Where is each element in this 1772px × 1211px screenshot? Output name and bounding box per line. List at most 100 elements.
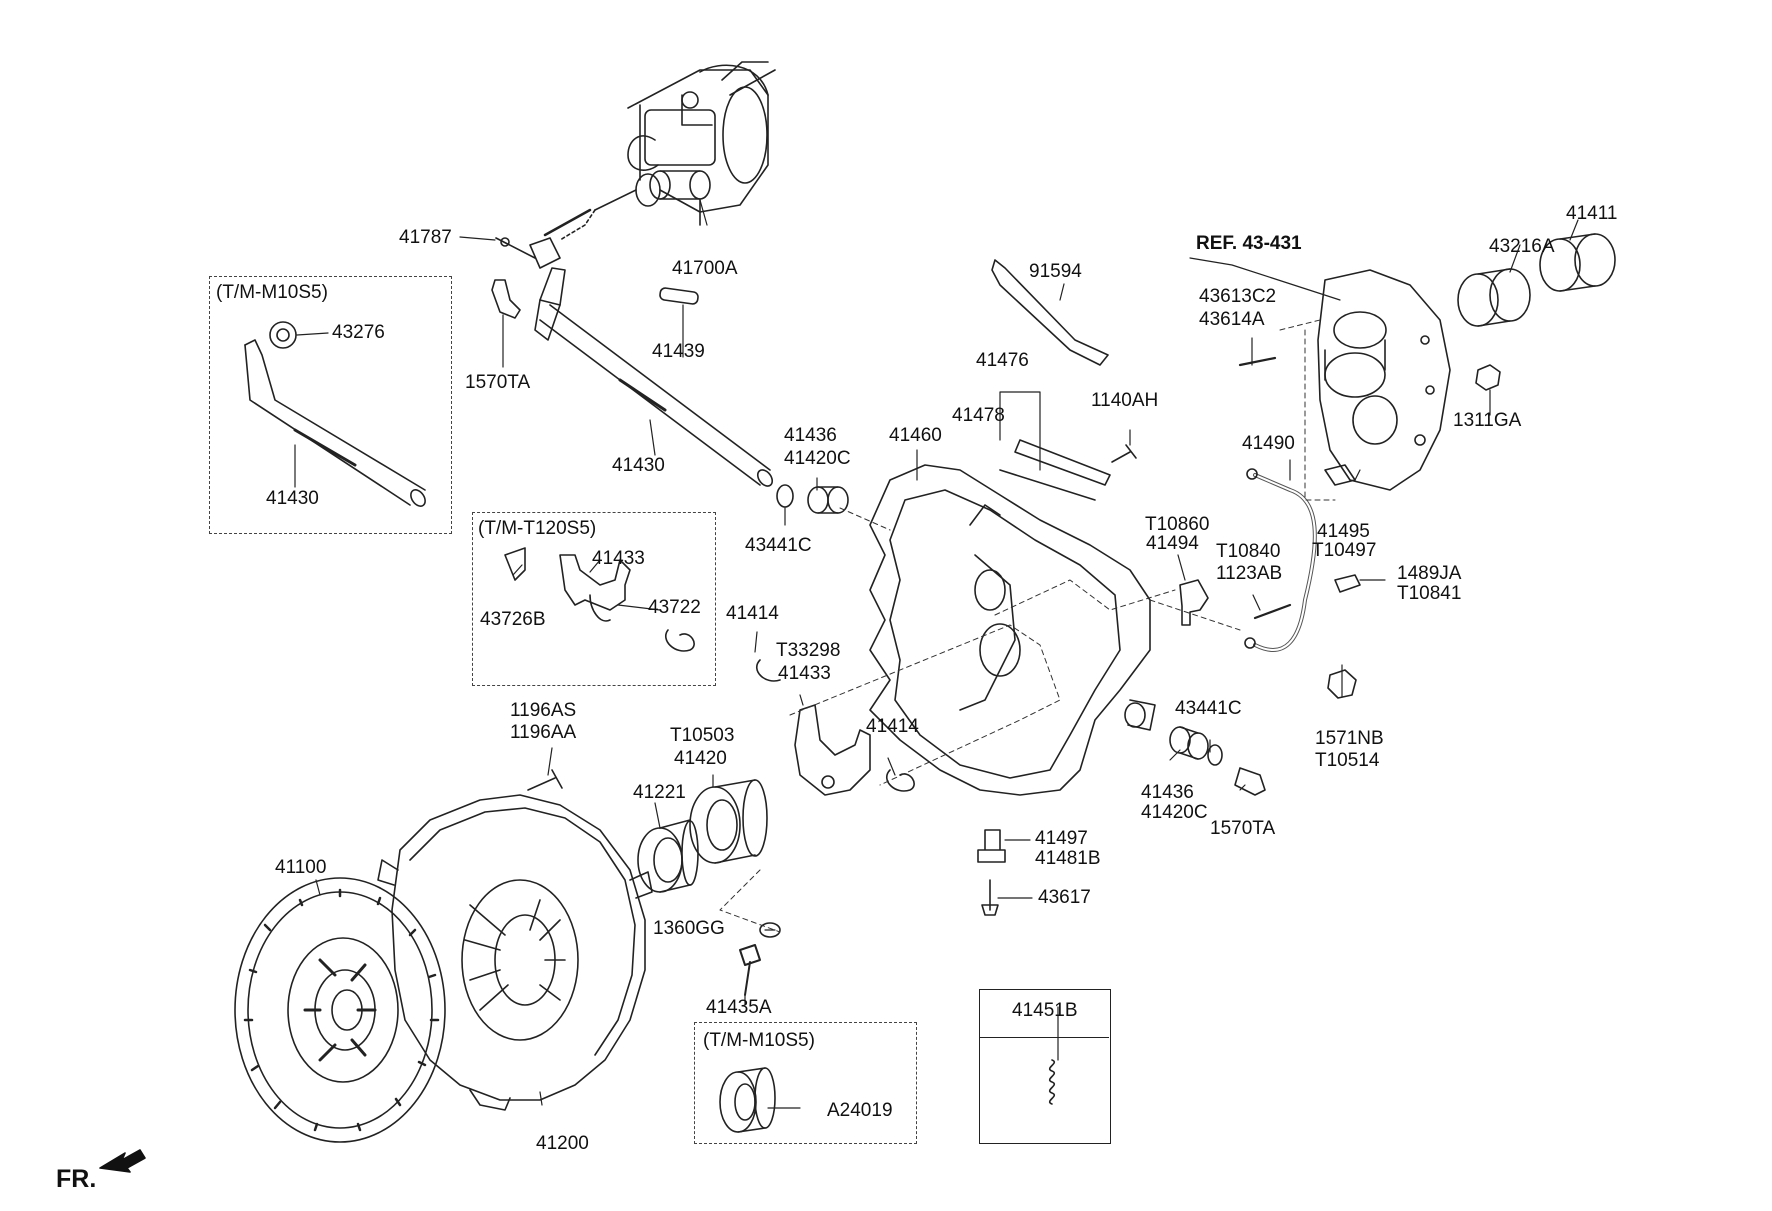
- part-label: 43441C: [745, 535, 812, 556]
- part-label: 41414: [726, 603, 779, 624]
- bolt-1123ab-drawing: [1253, 603, 1292, 620]
- bearing-a24019-drawing: [719, 1067, 776, 1133]
- part-label: 41420: [674, 748, 727, 769]
- part-label: 1311GA: [1453, 410, 1522, 431]
- part-label: 41420C: [784, 448, 851, 469]
- legend-box: [979, 989, 1111, 1144]
- clip-1489ja-drawing: [1334, 574, 1361, 593]
- part-label: 41433: [592, 548, 645, 569]
- bracket-41495-drawing: [1324, 464, 1356, 486]
- part-label: T33298: [776, 640, 841, 661]
- variant-box-t120s5: [472, 512, 716, 686]
- part-label: 43726B: [480, 609, 546, 630]
- bolt-1196as-drawing: [527, 769, 563, 791]
- part-label: 41430: [612, 455, 665, 476]
- reference-label: REF. 43-431: [1196, 233, 1302, 254]
- part-label: 1196AA: [510, 722, 577, 743]
- part-label: 41478: [952, 405, 1005, 426]
- part-label: 41435A: [706, 997, 772, 1018]
- bell-housing-drawing: [869, 464, 1156, 796]
- legend-box-header-rule: [979, 1037, 1109, 1038]
- part-label: 1571NB: [1315, 728, 1384, 749]
- bearing-41420-drawing: [689, 779, 768, 864]
- clutch-disc-drawing: [234, 877, 446, 1143]
- spring-41451b-drawing: [1048, 1059, 1056, 1105]
- part-label: 43722: [648, 597, 701, 618]
- key-drawing: [659, 287, 699, 305]
- pressure-plate-drawing: [377, 794, 653, 1111]
- part-label: 41495: [1317, 521, 1370, 542]
- part-label: 41433: [778, 663, 831, 684]
- plate-lower-drawing: [999, 469, 1096, 501]
- seal-41221-drawing: [637, 819, 699, 893]
- part-label: T10840: [1216, 541, 1281, 562]
- part-label: 43441C: [1175, 698, 1242, 719]
- part-label: 41436: [784, 425, 837, 446]
- part-label: 43614A: [1199, 309, 1265, 330]
- part-label: 41494: [1146, 533, 1199, 554]
- bolt-1140ah-drawing: [1111, 444, 1137, 463]
- part-label: 41420C: [1141, 802, 1208, 823]
- bolt-41497-drawing: [977, 829, 1006, 863]
- part-label: 1570TA: [1210, 818, 1276, 839]
- front-arrow-icon: [99, 1149, 146, 1173]
- part-label: 41490: [1242, 433, 1295, 454]
- part-label: 41476: [976, 350, 1029, 371]
- variant-label-m10s5-top: (T/M-M10S5): [216, 282, 328, 303]
- variant-box-m10s5-top: [209, 276, 452, 534]
- plate-41478-drawing: [1014, 439, 1111, 486]
- part-label: 1123AB: [1216, 563, 1283, 584]
- part-label: A24019: [827, 1100, 893, 1121]
- left-shaft-drawing: [244, 321, 426, 507]
- part-label: 41439: [652, 341, 705, 362]
- part-label: T10841: [1397, 583, 1462, 604]
- nut-1311ga-drawing: [1475, 364, 1501, 391]
- bearing-41411-drawing: [1539, 233, 1616, 292]
- plug-1571nb-drawing: [1327, 669, 1357, 699]
- construction-lines: [719, 319, 1336, 933]
- bolt-43613c2-drawing: [1238, 356, 1277, 367]
- fitting-1570ta-drawing: [491, 279, 521, 319]
- part-label: 41436: [1141, 782, 1194, 803]
- part-label: 43276: [332, 322, 385, 343]
- part-label: T10860: [1145, 514, 1210, 535]
- clutch-booster-drawing: [559, 61, 776, 241]
- part-label: 43216A: [1489, 236, 1555, 257]
- part-label: 91594: [1029, 261, 1082, 282]
- bushing-right-drawing: [1169, 726, 1266, 796]
- part-label: T10514: [1315, 750, 1380, 771]
- part-label: 43617: [1038, 887, 1091, 908]
- part-label: 41460: [889, 425, 942, 446]
- part-label: T10503: [670, 725, 735, 746]
- part-label: 43613C2: [1199, 286, 1277, 307]
- front-marker-label: FR.: [56, 1165, 97, 1193]
- part-label: 1196AS: [510, 700, 577, 721]
- part-label: 41481B: [1035, 848, 1101, 869]
- part-label: 41221: [633, 782, 686, 803]
- bushing-top-drawing: [776, 484, 849, 514]
- fork-mid-drawing: [756, 659, 915, 796]
- legend-part-number: 41451B: [1012, 1000, 1078, 1021]
- part-label: 41100: [275, 857, 327, 878]
- part-label: 1140AH: [1091, 390, 1159, 411]
- bracket-91594-drawing: [991, 259, 1109, 366]
- part-label: 41414: [866, 716, 919, 737]
- part-label: 41200: [536, 1133, 589, 1154]
- hose-41490-drawing: [1244, 468, 1317, 652]
- part-label: 41497: [1035, 828, 1088, 849]
- part-label: 41411: [1566, 203, 1618, 224]
- variant-label-m10s5-bottom: (T/M-M10S5): [703, 1030, 815, 1051]
- variant-label-t120s5: (T/M-T120S5): [478, 518, 597, 539]
- leader-lines: [294, 199, 1579, 1109]
- bearing-43216a-drawing: [1457, 268, 1531, 327]
- part-label: 41787: [399, 227, 452, 248]
- fork-shaft-drawing: [534, 267, 774, 487]
- part-label: 41430: [266, 488, 319, 509]
- extension-housing-drawing: [1317, 269, 1451, 491]
- variant-box-m10s5-bottom: [694, 1022, 917, 1144]
- bolt-43617-drawing: [981, 879, 999, 916]
- washer-1360gg-drawing: [759, 922, 781, 938]
- part-label: 1489JA: [1397, 563, 1462, 584]
